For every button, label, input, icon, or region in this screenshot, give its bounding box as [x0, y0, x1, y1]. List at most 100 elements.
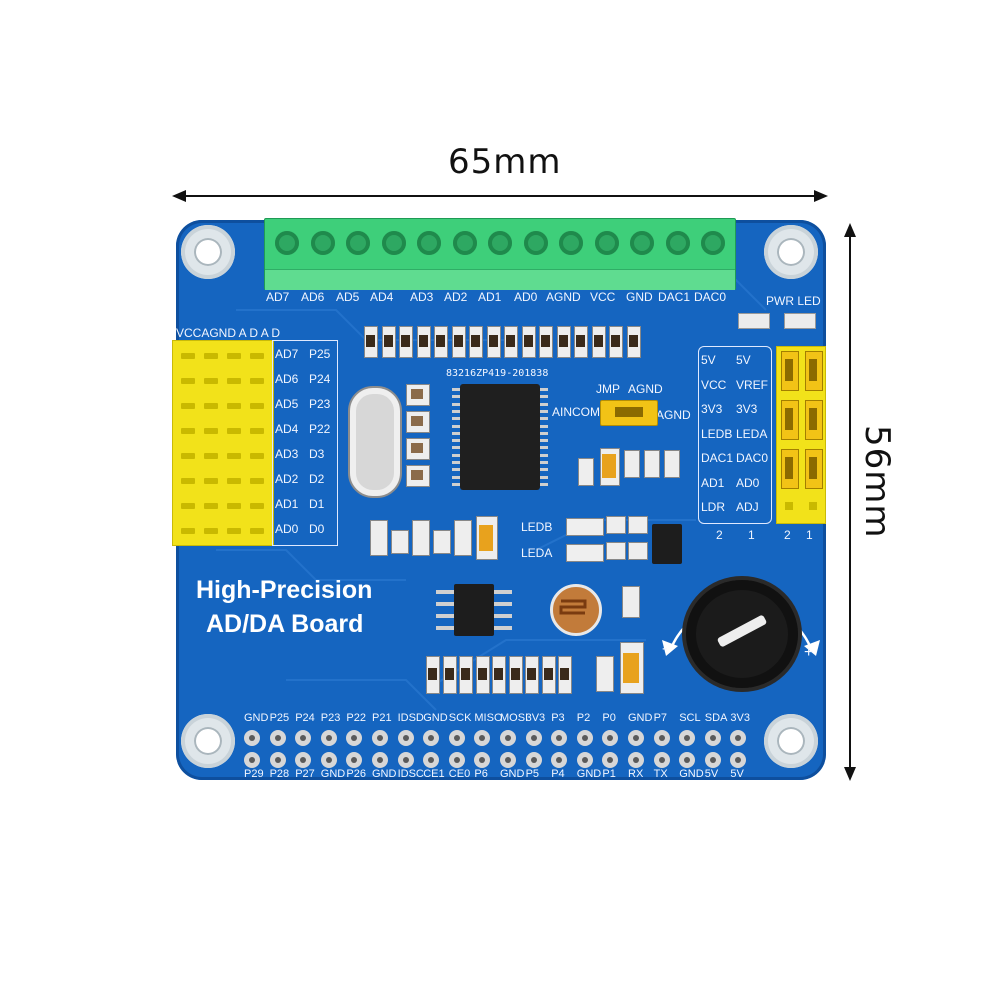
gpio-pad-hole: [428, 757, 435, 763]
agnd-label-right: AGND: [656, 408, 691, 422]
opamp-pin-right: [494, 626, 512, 630]
chip-pin-right: [540, 417, 548, 421]
right-number-label: 1: [806, 528, 813, 542]
chip-pin-left: [452, 461, 460, 464]
gpio-top-label: P0: [602, 712, 616, 724]
gpio-bottom-label: P26: [346, 768, 366, 780]
right-yellow-header: [776, 346, 826, 524]
right-col2-label: ADJ: [736, 500, 759, 514]
terminal-screw: [310, 231, 335, 255]
pwr-led: [738, 313, 770, 329]
smd-resistor-body: [527, 668, 536, 680]
smd-bottom-right: [596, 656, 614, 692]
smd-resistor-body: [444, 668, 454, 680]
chip-pin-right: [540, 453, 548, 457]
smd-resistor-row-top: [364, 326, 644, 358]
gpio-bottom-label: P4: [551, 768, 565, 780]
right-number-label: 2: [716, 528, 723, 542]
chip-pin-left: [452, 453, 460, 457]
left-header-pins: [173, 341, 273, 545]
header-pin: [181, 453, 195, 459]
gpio-pad-hole: [300, 757, 307, 763]
left-yellow-header: [172, 340, 274, 546]
gpio-top-label: 3V3: [525, 712, 546, 724]
terminal-pin-label: AD6: [301, 290, 325, 304]
gpio-bottom-label: GND: [320, 768, 346, 780]
chip-pin-right: [540, 402, 548, 406]
right-number-labels: 2 1 2 1: [708, 528, 824, 544]
gpio-pad-hole: [709, 757, 716, 763]
chip-pin-left: [452, 482, 460, 486]
smd-part: [628, 542, 648, 560]
smd-capacitor-body: [411, 416, 423, 426]
smd-capacitor-body: [411, 470, 423, 480]
terminal-screw: [488, 231, 512, 255]
gpio-bottom-label: GND: [679, 768, 704, 780]
left-d-label: P22: [309, 422, 331, 436]
potentiometer[interactable]: [686, 580, 798, 688]
gpio-header-pins: [244, 726, 764, 770]
terminal-screw: [665, 231, 690, 255]
aincom-jumper: [600, 400, 658, 426]
gpio-bottom-label: GND: [576, 768, 602, 780]
smd-resistor-body: [611, 335, 620, 347]
smd-row-left-mid: [370, 520, 480, 556]
right-number-label: 2: [784, 528, 791, 542]
terminal-pin-label: VCC: [590, 290, 616, 304]
left-a-label: AD6: [275, 372, 299, 386]
gpio-top-label: SCL: [679, 712, 701, 724]
gpio-top-label: IDSD: [397, 712, 424, 724]
gpio-pad-hole: [735, 735, 742, 741]
smd-part: [412, 520, 430, 556]
jumper-cap-hole: [809, 359, 817, 381]
smd-resistor-body: [471, 335, 480, 347]
led-a: [566, 544, 604, 562]
terminal-screw: [701, 231, 725, 255]
gpio-top-label: SDA: [704, 712, 728, 724]
header-pin: [181, 428, 195, 434]
smd-resistor-body: [453, 335, 463, 347]
gpio-pad-hole: [530, 757, 537, 763]
right-col1-label: LEDB: [701, 426, 733, 441]
board-title-line2: AD/DA Board: [206, 610, 364, 638]
smd-part: [606, 516, 626, 534]
smd-ldr-resistor: [622, 586, 640, 618]
gpio-top-label: P22: [346, 712, 366, 724]
terminal-pin-label: AD5: [336, 290, 360, 304]
header-pin: [250, 528, 264, 534]
gpio-bottom-label: P6: [474, 768, 488, 780]
smd-resistor-body: [523, 335, 533, 347]
right-number-label: 1: [748, 528, 755, 542]
agnd-label: AGND: [628, 382, 663, 396]
opamp-pin-left: [436, 626, 454, 630]
header-pin: [204, 428, 218, 434]
smd-resistor-body: [418, 335, 428, 347]
header-pin: [181, 503, 195, 509]
terminal-screw: [346, 231, 370, 255]
screw-terminal-lower-strip: [265, 269, 735, 290]
gpio-pad-hole: [249, 757, 255, 763]
left-a-label: AD2: [275, 472, 299, 486]
chip-pin-left: [452, 417, 460, 421]
terminal-pin-label: DAC1: [658, 290, 691, 304]
right-col1-label: AD1: [701, 475, 725, 490]
gpio-pad-hole: [709, 735, 716, 741]
smd-led-resistors: [606, 516, 650, 562]
smd-resistor-row-bottom: [426, 656, 574, 696]
chip-pin-left: [452, 395, 460, 399]
height-dimension-arrow: [844, 223, 856, 781]
gpio-pad-hole: [658, 757, 665, 763]
gpio-top-label: P23: [320, 712, 341, 724]
board-title-line1: High-Precision: [196, 576, 373, 604]
crystal-oscillator: [348, 386, 402, 498]
terminal-screw: [594, 231, 619, 255]
chip-pin-right: [540, 409, 548, 413]
gpio-top-label: MISO: [474, 712, 503, 724]
right-col1-label: LDR: [701, 500, 726, 514]
right-col2-label: LEDA: [736, 426, 768, 441]
gpio-pad-hole: [505, 757, 511, 763]
gpio-bottom-label: RX: [628, 768, 644, 780]
chip-pin-left: [452, 388, 460, 391]
gpio-pad-hole: [633, 757, 639, 763]
